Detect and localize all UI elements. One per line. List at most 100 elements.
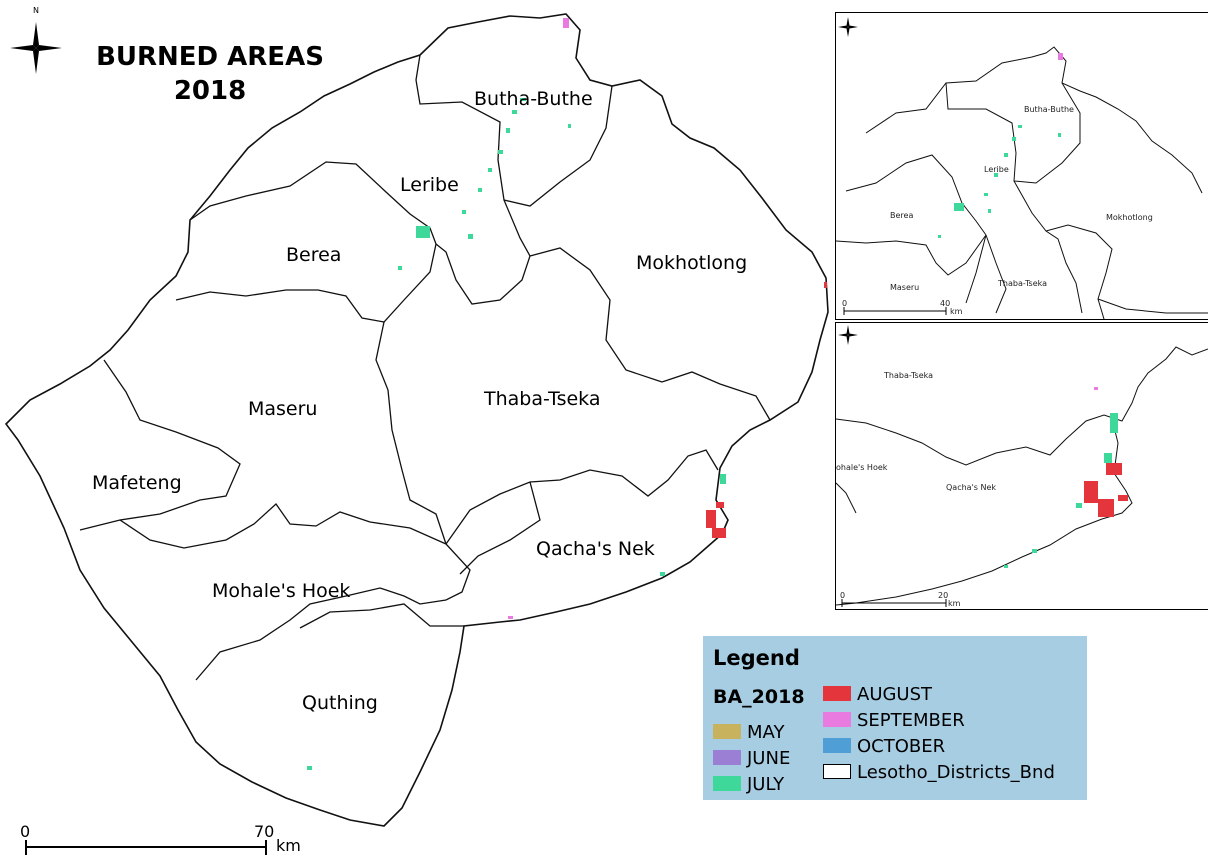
burn-patch — [716, 502, 724, 508]
burn-patch — [1058, 133, 1061, 137]
district-label-butha-buthe: Butha-Buthe — [474, 88, 593, 110]
burn-patch — [1110, 413, 1118, 433]
maseru-thaba-boundary — [375, 321, 447, 545]
burn-patch — [994, 173, 998, 177]
burn-patch — [1004, 153, 1008, 157]
legend-swatch-august — [823, 685, 851, 701]
legend-panel: Legend BA_2018 MAY JUNE JULY AUGUST SEPT… — [703, 636, 1087, 800]
inset-north-scale-zero: 0 — [842, 299, 848, 308]
burn-patch — [1012, 137, 1016, 141]
inset-label-maseru: Maseru — [890, 283, 920, 292]
burn-patch — [954, 203, 964, 211]
inset-south-scale-zero: 0 — [840, 591, 846, 600]
burn-patch — [398, 266, 402, 270]
inset-south-scale-unit: km — [948, 599, 961, 608]
burn-patch — [1104, 453, 1112, 463]
inset-label-leribe: Leribe — [984, 165, 1009, 174]
quthing-boundary — [299, 603, 464, 629]
legend-item-august: AUGUST — [823, 684, 932, 706]
district-label-mafeteng: Mafeteng — [92, 472, 182, 494]
north-label: N — [33, 6, 39, 15]
legend-label-districts: Lesotho_Districts_Bnd — [857, 762, 1055, 783]
map-title: BURNED AREAS 2018 — [60, 40, 360, 108]
burn-patch — [720, 474, 726, 484]
legend-item-june: JUNE — [713, 748, 790, 770]
map-title-line2: 2018 — [173, 76, 247, 106]
berea-maseru-boundary — [175, 243, 437, 323]
burn-patch — [1084, 481, 1098, 503]
country-boundary — [4, 13, 829, 827]
legend-label-june: JUNE — [747, 748, 791, 769]
inset-label-qachas-nek: Qacha's Nek — [946, 483, 997, 492]
burn-patch — [660, 572, 665, 576]
burn-patch — [938, 235, 941, 238]
burn-patch — [1018, 125, 1022, 128]
burn-patch — [984, 193, 988, 196]
inset-label-mokhotlong: Mokhotlong — [1106, 213, 1153, 222]
burn-patch — [706, 510, 716, 528]
burn-patch — [824, 282, 827, 288]
legend-item-districts: Lesotho_Districts_Bnd — [823, 762, 1055, 784]
burn-patch — [512, 110, 517, 114]
inset-map-north: Butha-Buthe Leribe Berea Mokhotlong Mase… — [835, 12, 1208, 320]
burn-patch — [506, 128, 510, 133]
inset-label-mohales-hoek: ohale's Hoek — [836, 463, 888, 472]
district-label-qachas-nek: Qacha's Nek — [536, 538, 655, 560]
legend-label-july: JULY — [747, 774, 785, 795]
qacha-north-boundary — [459, 481, 541, 575]
inset-label-butha-buthe: Butha-Buthe — [1024, 105, 1074, 114]
burn-patch — [508, 616, 513, 619]
inset-north-scale-max: 40 — [940, 299, 951, 308]
burn-patch — [520, 98, 526, 101]
mafeteng-mohale-boundary — [119, 503, 447, 549]
legend-swatch-districts — [823, 763, 851, 779]
burn-patch — [416, 226, 430, 238]
district-label-maseru: Maseru — [248, 398, 318, 420]
north-arrow-icon — [10, 22, 62, 74]
inset-label-thaba-tseka: Thaba-Tseka — [998, 279, 1048, 288]
burn-patch — [498, 150, 503, 154]
burn-patch — [1098, 499, 1114, 517]
district-label-mokhotlong: Mokhotlong — [636, 252, 748, 274]
scale-max: 70 — [254, 822, 275, 841]
legend-swatch-may — [713, 723, 741, 739]
burn-patch — [307, 766, 312, 770]
legend-swatch-june — [713, 749, 741, 765]
north-arrow-icon — [838, 17, 858, 37]
district-label-thaba-tseka: Thaba-Tseka — [484, 388, 601, 410]
legend-swatch-october — [823, 737, 851, 753]
burn-patch — [1106, 463, 1122, 475]
district-label-leribe: Leribe — [400, 174, 459, 196]
scale-bar-line — [25, 840, 267, 855]
north-arrow-icon — [838, 325, 858, 345]
legend-item-october: OCTOBER — [823, 736, 945, 758]
inset-south-scale-max: 20 — [938, 591, 949, 600]
legend-swatch-september — [823, 711, 851, 727]
burn-patch — [462, 210, 466, 214]
inset-north-scale-line — [843, 307, 947, 315]
burn-patch — [478, 188, 482, 192]
legend-label-october: OCTOBER — [857, 736, 946, 757]
burn-patch — [1058, 53, 1063, 60]
scale-zero: 0 — [20, 822, 31, 841]
burn-patch — [488, 168, 492, 172]
district-label-berea: Berea — [286, 244, 342, 266]
inset-south-svg — [836, 325, 1208, 607]
legend-swatch-july — [713, 775, 741, 791]
burned-areas-september — [508, 18, 569, 619]
legend-title: Legend — [713, 646, 800, 670]
legend-label-september: SEPTEMBER — [857, 710, 965, 731]
legend-label-august: AUGUST — [857, 684, 933, 705]
leribe-berea-boundary — [189, 161, 437, 245]
mokhotlong-thaba-boundary — [529, 247, 771, 421]
legend-item-may: MAY — [713, 722, 784, 744]
inset-north-svg — [836, 17, 1208, 319]
burn-patch — [563, 18, 569, 28]
district-label-quthing: Quthing — [302, 692, 378, 714]
leribe-mokhotlong-boundary — [435, 199, 531, 305]
legend-field-name: BA_2018 — [713, 686, 805, 708]
inset-label-berea: Berea — [890, 211, 914, 220]
burned-areas-july — [307, 98, 726, 770]
burn-patch — [988, 209, 991, 213]
